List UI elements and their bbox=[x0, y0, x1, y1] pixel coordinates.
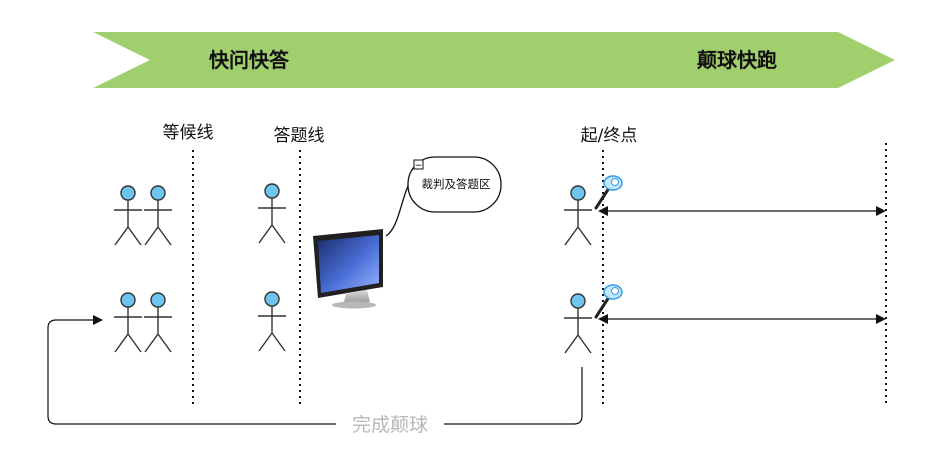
racket-icon-1 bbox=[594, 175, 623, 210]
answering-person-2 bbox=[258, 291, 286, 352]
monitor-icon bbox=[313, 229, 383, 309]
loop-label: 完成颠球 bbox=[352, 414, 428, 436]
rackets-group bbox=[594, 175, 623, 319]
waiting-person-3 bbox=[114, 292, 142, 353]
waiting-person-2 bbox=[144, 185, 172, 246]
people-group bbox=[114, 183, 592, 354]
start-end-label: 起/终点 bbox=[581, 126, 638, 146]
answering-person-1 bbox=[258, 183, 286, 244]
chevron-quick-qa-title: 快问快答 bbox=[209, 48, 290, 72]
bubble-text: 裁判及答题区 bbox=[422, 177, 491, 191]
chevron-middle bbox=[337, 32, 653, 88]
chevron-quick-qa bbox=[93, 32, 400, 88]
waiting-person-1 bbox=[114, 185, 142, 246]
loop-label-bg bbox=[336, 412, 444, 436]
header-banner: 快问快答 颠球快跑 bbox=[93, 32, 895, 88]
answer-line-label: 答题线 bbox=[274, 126, 325, 146]
referee-bubble: 裁判及答题区 − bbox=[385, 156, 502, 237]
bubble-box bbox=[407, 156, 502, 213]
runner-person-1 bbox=[564, 185, 592, 246]
return-loop-path bbox=[47, 315, 583, 425]
waiting-line-label: 等候线 bbox=[163, 123, 214, 143]
collapse-button[interactable] bbox=[413, 159, 424, 170]
racket-icon-2 bbox=[594, 284, 623, 319]
chevron-ball-run-title: 颠球快跑 bbox=[697, 48, 777, 72]
chevron-ball-run bbox=[587, 32, 895, 88]
collapse-icon: − bbox=[415, 161, 423, 171]
waiting-person-4 bbox=[144, 292, 172, 353]
runner-person-2 bbox=[564, 293, 592, 354]
bubble-connector bbox=[385, 185, 409, 237]
